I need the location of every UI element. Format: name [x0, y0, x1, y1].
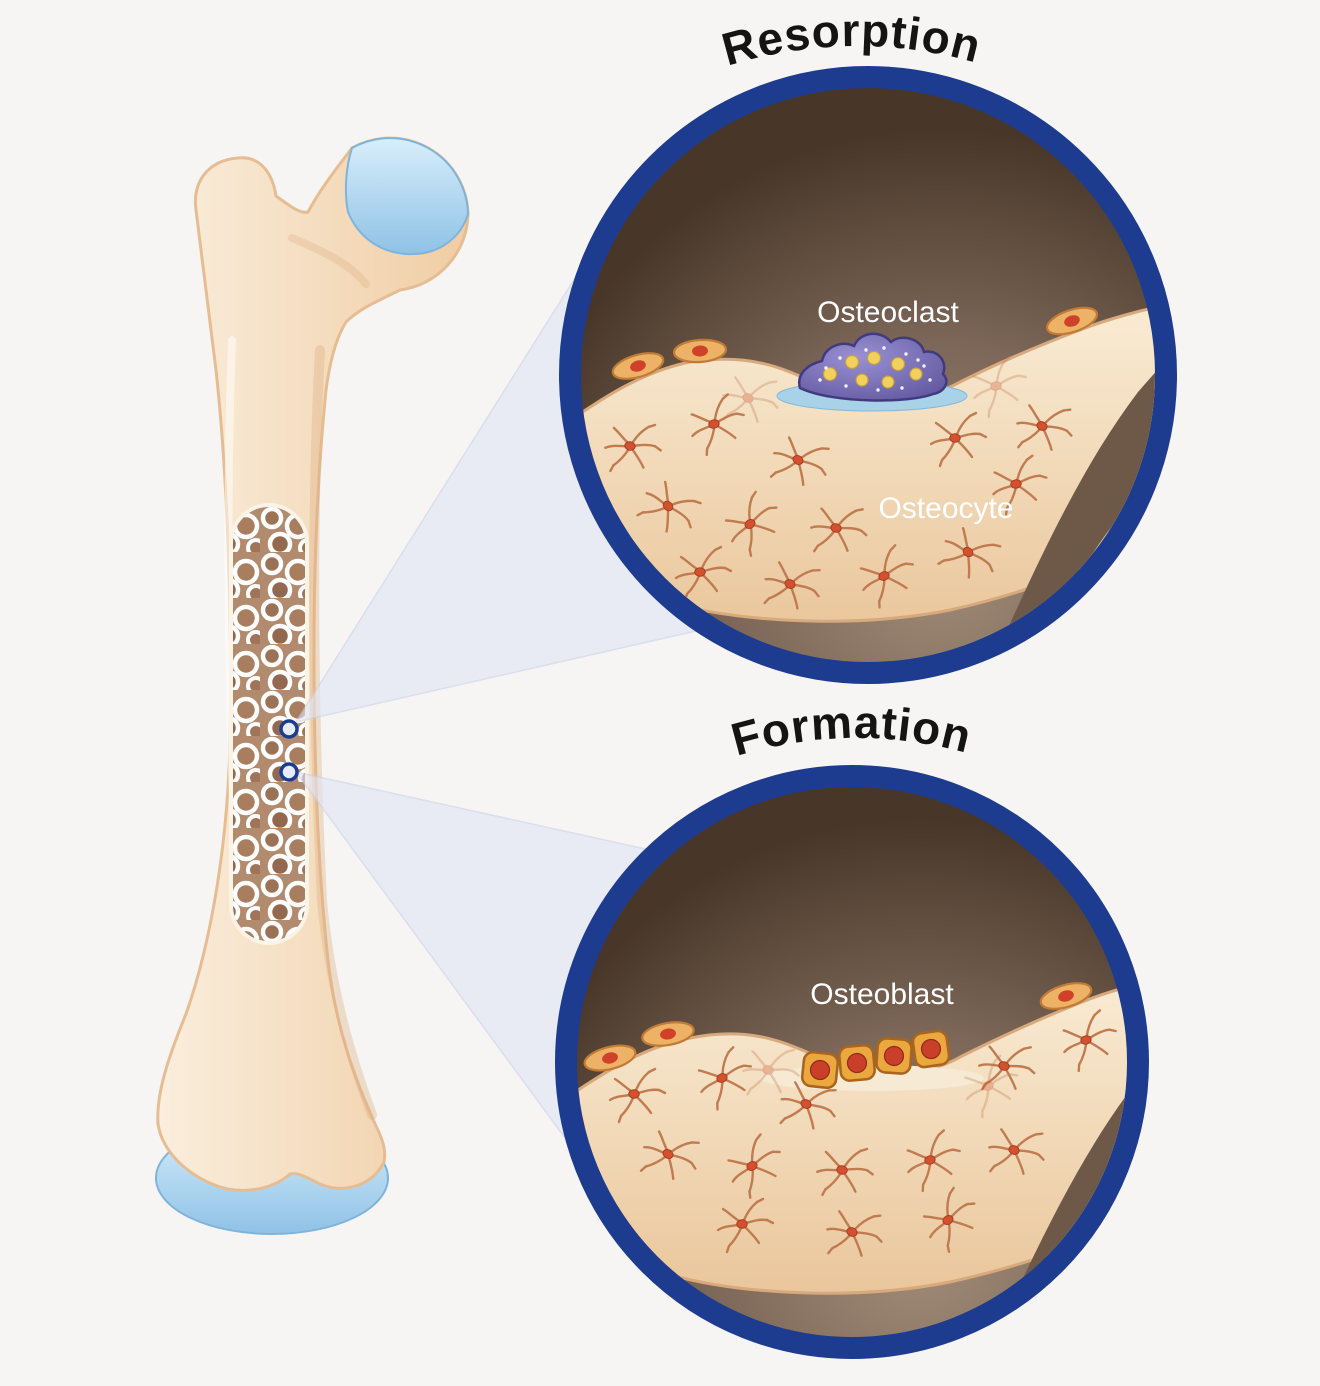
osteoclast-speckles	[818, 346, 932, 392]
marrow-canal	[1008, 344, 1155, 630]
formation-inset: Osteoblast	[555, 765, 1149, 1359]
marrow-canal	[1008, 1030, 1127, 1312]
osteoblast-label: Osteoblast	[810, 978, 954, 1011]
neck-shadow	[288, 234, 370, 288]
osteoclast-cell	[797, 332, 948, 402]
resorption-inset: Osteoclast Osteocyte	[559, 66, 1177, 684]
osteoclast-vesicles	[822, 350, 923, 389]
osteoclast-label: Osteoclast	[817, 296, 959, 329]
femur-bone	[155, 136, 470, 1235]
osteocyte-label: Osteocyte	[878, 492, 1013, 525]
resorption-scene	[581, 300, 1155, 630]
spongy-bone-cutaway	[229, 503, 309, 945]
shaft-shadow	[309, 345, 377, 1120]
source-dot-top	[279, 719, 299, 739]
femoral-head-cartilage	[344, 137, 470, 256]
source-dot-bottom	[279, 762, 299, 782]
